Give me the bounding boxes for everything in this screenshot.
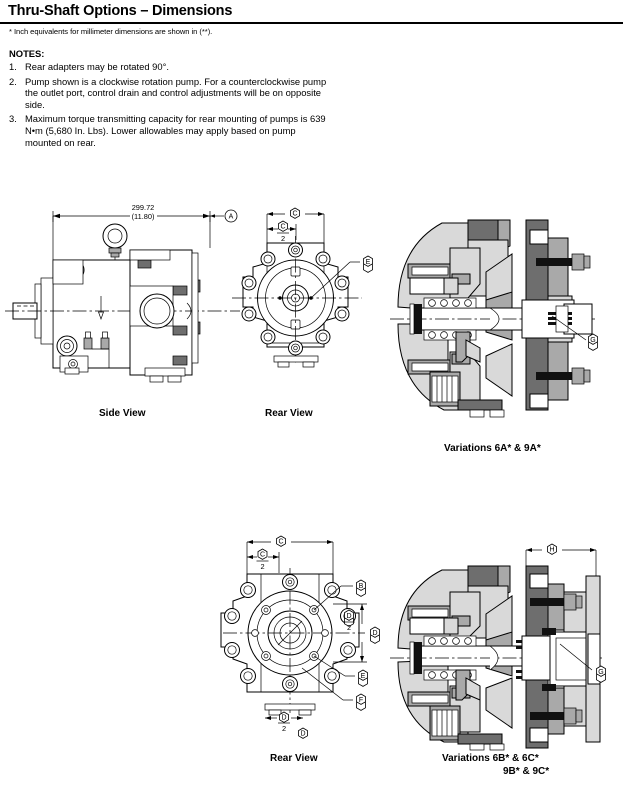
mounting-bolt-top [536,253,591,271]
mounting-bolt-bottom-2 [530,707,583,725]
rear-view-drawing-2: C C 2 [215,528,400,743]
side-view-drawing: 299.72 (11.80) A [5,198,240,398]
bearing-row-top [423,297,477,309]
control-adjusters [83,331,110,368]
svg-text:D: D [281,715,286,722]
port-plate-hatch-2 [431,709,459,737]
mounting-bolt-top-2 [530,593,583,611]
svg-text:2: 2 [281,234,285,243]
svg-text:D: D [346,613,351,620]
callout-g-2: G [559,643,606,683]
spline-left [409,303,422,335]
svg-text:G: G [590,337,595,344]
svg-text:D: D [372,630,377,637]
spline-left-2 [409,641,422,675]
note-text: Rear adapters may be rotated 90°. [25,61,169,72]
section-drawing-variations-6b-6c-9b-9c: H [390,536,618,751]
port-plate-hatch [431,375,459,403]
callout-b: B [313,579,366,611]
dimension-value-in: (11.80) [132,212,155,221]
svg-text:B: B [359,583,364,590]
pump-side-body [5,223,240,383]
cross-section-body-2 [390,565,602,751]
unit-footnote: * Inch equivalents for millimeter dimens… [9,27,213,36]
svg-text:C: C [292,211,297,218]
svg-text:F: F [359,697,363,704]
svg-text:C: C [280,224,285,231]
notes-heading: NOTES: [9,48,45,59]
page-title: Thru-Shaft Options – Dimensions [8,3,233,19]
svg-text:G: G [598,669,603,676]
svg-text:H: H [549,547,554,554]
dimension-value-mm: 299.72 [132,203,155,212]
note-number: 2. [9,75,17,87]
note-text: Maximum torque transmitting capacity for… [25,113,326,148]
dimension-c-over-2: C 2 [267,220,297,243]
note-item: 1. Rear adapters may be rotated 90°. [9,61,329,73]
note-text: Pump shown is a clockwise rotation pump.… [25,75,327,110]
bearing-row-top-2 [423,635,477,647]
dimension-c-over-2-b: C 2 [247,548,280,573]
rear-housing-1 [232,236,362,368]
svg-text:2: 2 [347,623,351,632]
caption-variations-6b-6c: Variations 6B* & 6C* [442,753,539,764]
caption-side-view: Side View [99,408,146,419]
svg-text:C: C [260,552,265,559]
lifting-eye [102,223,128,260]
rear-housing-2 [220,568,365,716]
svg-text:E: E [361,673,366,680]
mounting-bolt-bottom [536,367,591,385]
section-drawing-variations-6a-9a: G [390,212,618,427]
callout-a: A [210,209,238,223]
svg-text:2: 2 [282,724,286,733]
cross-section-body-1 [390,219,595,418]
note-item: 2. Pump shown is a clockwise rotation pu… [9,76,329,111]
svg-text:C: C [278,539,283,546]
svg-text:D: D [300,731,305,738]
callout-e: E [310,255,373,299]
notes-list: 1. Rear adapters may be rotated 90°. 2. … [9,61,329,151]
svg-text:E: E [366,259,371,266]
rear-view-drawing-1: C C 2 [222,198,382,398]
caption-rear-view-1: Rear View [265,408,313,419]
caption-rear-view-2: Rear View [270,753,318,764]
dimension-d: D D 2 [333,603,380,663]
callout-f: F [301,667,366,711]
svg-text:2: 2 [260,562,264,571]
dimension-c: C [266,207,325,243]
svg-text:A: A [229,214,234,221]
title-divider [0,22,623,24]
note-number: 1. [9,61,17,72]
dimension-d-bottom: D 2 D [265,711,308,739]
callout-e-2: E [313,655,368,687]
note-number: 3. [9,113,17,125]
callout-g: G [551,315,598,351]
caption-variations-9b-9c: 9B* & 9C* [503,766,550,777]
dimension-299: 299.72 (11.80) [52,203,211,260]
caption-variations-6a-9a: Variations 6A* & 9A* [444,443,541,454]
note-item: 3. Maximum torque transmitting capacity … [9,113,329,148]
